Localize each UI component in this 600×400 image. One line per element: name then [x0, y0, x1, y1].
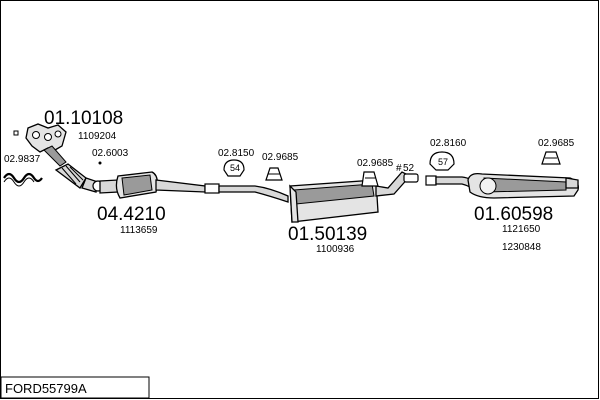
manifold-part-number: 01.10108 [44, 108, 123, 129]
mount-d-badge: 57 [438, 157, 448, 167]
clamp-part: # 52 [396, 163, 419, 183]
small-square-marker [13, 130, 19, 136]
rear-silencer-part-number: 01.60598 [474, 204, 553, 225]
mount-e-part: 02.9685 [538, 138, 575, 165]
catalyst-oe-number: 1113659 [120, 225, 158, 236]
catalyst-part: 04.4210 1113659 [97, 171, 220, 236]
manifold-part: 01.10108 1109204 [13, 108, 123, 167]
title-box [0, 376, 150, 399]
rear-silencer-part: 01.60598 1121650 1230848 [425, 172, 579, 253]
gasket-flex-part-number: 02.6003 [92, 148, 129, 159]
catalyst-part-number: 04.4210 [97, 204, 166, 225]
mount-a-part: 54 02.8150 [218, 148, 255, 177]
rear-silencer-oe-number-1: 1121650 [502, 224, 541, 235]
middle-silencer-part: 01.50139 1100936 [218, 171, 412, 255]
clamp-prefix: # [396, 163, 402, 174]
flex-pipe-part: 02.6003 [54, 148, 129, 193]
mount-b-part-number: 02.9685 [262, 152, 299, 163]
diagram-title: FORD55799A [5, 381, 87, 396]
clamp-part-number: 52 [403, 163, 415, 174]
mount-e-part-number: 02.9685 [538, 138, 575, 149]
mount-c-part-number: 02.9685 [357, 158, 394, 169]
gasket-left-part: 02.9837 [3, 154, 43, 187]
rear-silencer-oe-number-2: 1230848 [502, 242, 541, 253]
mount-c-part: 02.9685 [357, 158, 394, 187]
mount-d-part: 57 02.8160 [429, 138, 467, 171]
mount-a-badge: 54 [230, 163, 240, 173]
gasket-left-part-number: 02.9837 [4, 154, 41, 165]
mount-b-part: 02.9685 [262, 152, 299, 181]
middle-silencer-oe-number: 1100936 [316, 244, 355, 255]
manifold-oe-number: 1109204 [78, 131, 117, 142]
mount-a-part-number: 02.8150 [218, 148, 255, 159]
mount-d-part-number: 02.8160 [430, 138, 467, 149]
middle-silencer-part-number: 01.50139 [288, 224, 367, 245]
